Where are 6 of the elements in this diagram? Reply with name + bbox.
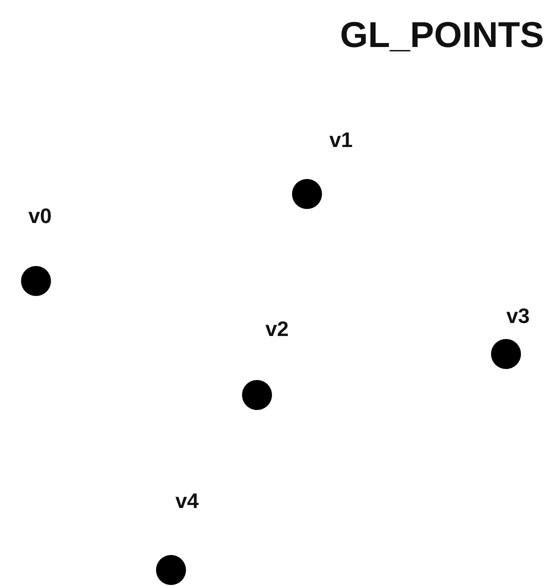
title: GL_POINTS	[340, 14, 544, 56]
vertex-label: v3	[506, 305, 530, 329]
vertex-label: v4	[175, 490, 199, 514]
vertex-label: v2	[265, 318, 289, 342]
vertex-label: v1	[329, 129, 353, 153]
vertex-label: v0	[28, 205, 52, 229]
